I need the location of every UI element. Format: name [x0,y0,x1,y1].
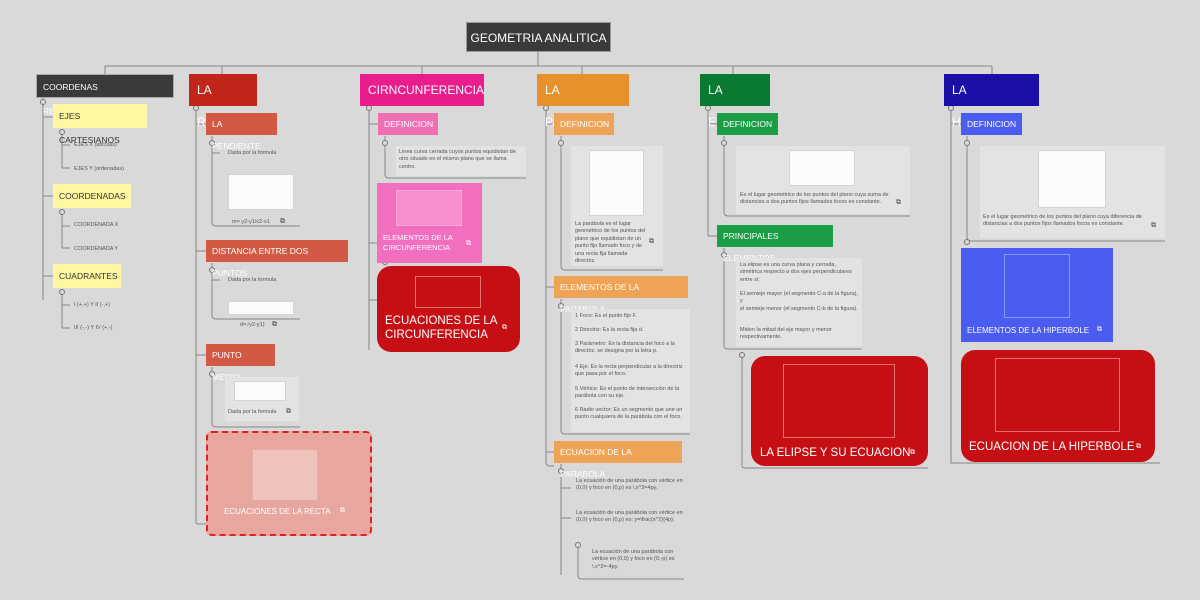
topic-la-parabola[interactable]: LA PARABOLA [537,74,629,129]
subtopic-la-pendiente[interactable]: LA PENDIENTE [206,113,277,151]
elipse-definicion-text[interactable]: Es el lugar geométrico de los puntos del… [740,192,889,206]
circ-definicion-text[interactable]: Linea curva cerrada cuyos puntos equidis… [399,149,516,170]
ecuacion-hiperbole-image[interactable] [995,358,1120,432]
hiperbole-definicion-text[interactable]: Es el lugar geométrico de los puntos del… [983,214,1142,228]
image-icon[interactable]: ⧉ [272,321,277,328]
elementos-hiperbole-label[interactable]: ELEMENTOS DE LA HIPERBOLE [967,326,1090,335]
image-icon[interactable]: ⧉ [910,449,915,456]
ecuaciones-recta-image[interactable] [252,449,318,501]
elipse-elementos-box [736,258,862,346]
image-icon[interactable]: ⧉ [896,199,901,206]
elipse-definicion-image[interactable] [789,150,855,186]
topic-coordenadas[interactable]: COORDENAS RECTANGULARES [36,74,174,116]
circ-definicion-box [396,146,526,176]
punto-medio-image[interactable] [234,381,286,401]
leaf-coordenada-y[interactable]: COORDENADA Y [74,246,119,252]
image-icon[interactable]: ⧉ [1136,443,1141,450]
elipse-elemento-4[interactable]: Miden la mitad del eje mayor y menor res… [740,327,832,341]
leaf-coordenada-x[interactable]: COORDENADA X [74,222,119,228]
distancia-image[interactable] [228,301,294,315]
subtopic-definicion-parabola[interactable]: DEFINICION [554,113,614,135]
subtopic-elementos-parabola[interactable]: ELEMENTOS DE LA PARABOLA [554,276,688,314]
elementos-circ-image[interactable] [396,190,462,226]
subtopic-ecuacion-parabola[interactable]: ECUACION DE LA PARABOLA [554,441,682,479]
distancia-text[interactable]: Dada por la formula [228,277,277,283]
elipse-elemento-1[interactable]: La elipse es una curva plana y cerrada, … [740,262,852,283]
parabola-ecuacion-2[interactable]: La ecuación de una parábola con vértice … [576,510,683,524]
leaf-ejes-y[interactable]: EJES Y (ordenadas) [74,166,124,172]
parabola-definicion-text[interactable]: La parábola es el lugar geométrico de lo… [575,221,646,265]
image-icon[interactable]: ⧉ [649,238,654,245]
topic-la-hiperbole[interactable]: LA HIPERBOLE [944,74,1039,129]
subtopic-ejes-cartesianos[interactable]: EJES CARTESIANOS [53,104,147,145]
ecuaciones-recta-label[interactable]: ECUACIONES DE LA RECTA [224,507,331,516]
ecuacion-hiperbole-label[interactable]: ECUACION DE LA HIPERBOLE [969,441,1135,453]
parabola-elemento-1[interactable]: 1 Foco: Es el punto fijo F. [575,313,637,319]
image-icon[interactable]: ⧉ [340,507,345,514]
node-ecuaciones-recta[interactable] [206,431,372,536]
elipse-ecuacion-image[interactable] [783,364,895,438]
image-icon[interactable]: ⧉ [286,408,291,415]
elipse-ecuacion-label[interactable]: LA ELIPSE Y SU ECUACION [760,447,911,459]
hiperbole-definicion-image[interactable] [1038,150,1106,208]
leaf-ejes-x[interactable]: EJES X (abcisas) [74,142,117,148]
leaf-cuadrantes-2[interactable]: III (-,-) Y IV (+,-) [74,325,113,331]
elipse-elemento-3[interactable]: el semieje menor (el segmento C-b de la … [740,306,858,312]
elementos-circ-label[interactable]: ELEMENTOS DE LA CIRCUNFERENCIA [383,233,453,253]
punto-medio-text[interactable]: Dada por la formula [228,409,277,415]
parabola-elemento-2[interactable]: 2 Directriz: Es la recta fija d. [575,327,644,333]
parabola-elemento-6[interactable]: 6 Radio vector: Es un segmento que une u… [575,407,683,421]
subtopic-definicion-circ[interactable]: DEFINICION [378,113,438,135]
pendiente-text[interactable]: Dada por la formula [228,150,277,156]
parabola-elementos-box [571,309,690,432]
image-icon[interactable]: ⧉ [1097,326,1102,333]
image-icon[interactable]: ⧉ [1151,222,1156,229]
subtopic-cuadrantes[interactable]: CUADRANTES [53,264,121,288]
image-icon[interactable]: ⧉ [502,324,507,331]
topic-la-recta[interactable]: LA RECTA [189,74,257,129]
parabola-definicion-image[interactable] [589,150,644,216]
pendiente-formula[interactable]: m= y2-y1/x2-x1 [232,219,270,225]
image-icon[interactable]: ⧉ [466,240,471,247]
pendiente-image[interactable] [228,174,294,210]
distancia-formula[interactable]: d=√y2-y1) [240,322,265,328]
subtopic-coordenadas[interactable]: COORDENADAS [53,184,131,208]
parabola-ecuacion-3[interactable]: La ecuación de una parábola con vértice … [592,549,675,570]
subtopic-punto-medio[interactable]: PUNTO MEDIO [206,344,275,382]
elipse-elemento-2[interactable]: El semieje mayor (el segmento C-a de la … [740,291,858,305]
elementos-hiperbole-image[interactable] [1004,254,1070,318]
leaf-cuadrantes-1[interactable]: I (+,+) Y II (-,+) [74,302,111,308]
parabola-elemento-4[interactable]: 4 Eje: Es la recta perpendicular a la di… [575,364,683,378]
parabola-elemento-3[interactable]: 3 Parámetro: Es la distancia del foco a … [575,341,675,355]
ecuaciones-circ-label[interactable]: ECUACIONES DE LA CIRCUNFERENCIA [385,315,497,341]
parabola-elemento-5[interactable]: 5 Vértice: Es el punto de intersección d… [575,386,680,400]
topic-circunferencia[interactable]: CIRNCUNFERENCIA [360,74,484,106]
image-icon[interactable]: ⧉ [280,218,285,225]
parabola-ecuacion-1[interactable]: La ecuación de una parábola con vértice … [576,478,683,492]
topic-la-elipse[interactable]: LA ELIPSE [700,74,770,129]
subtopic-principales-elementos[interactable]: PRINCIPALES ELEMENTOS [717,225,833,263]
ecuaciones-circ-image[interactable] [415,276,481,308]
root-topic[interactable]: GEOMETRIA ANALITICA [466,22,611,52]
subtopic-definicion-elipse[interactable]: DEFINICION [717,113,778,135]
subtopic-definicion-hiperbole[interactable]: DEFINICION [961,113,1022,135]
subtopic-distancia[interactable]: DISTANCIA ENTRE DOS PUNTOS [206,240,348,278]
